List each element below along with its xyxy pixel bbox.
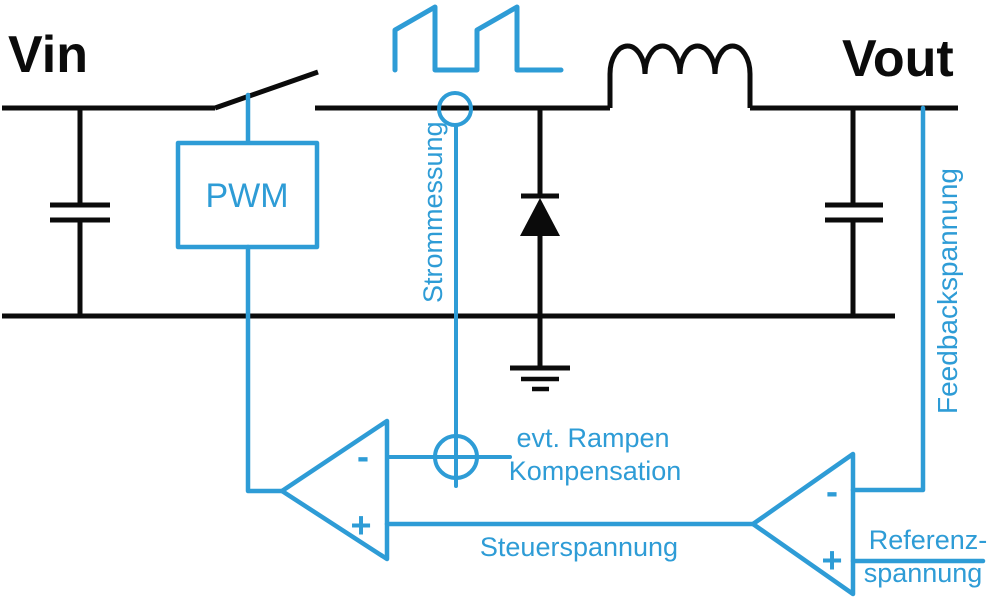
switch-blade — [214, 69, 319, 111]
inductor-coil — [607, 43, 753, 108]
inductor-current-waveform-icon — [392, 4, 564, 73]
error-amplifier-inverting-label: - — [826, 471, 838, 512]
error-amplifier-noninverting-label: + — [821, 540, 842, 581]
ramp-compensation-label-line2: Kompensation — [509, 456, 682, 486]
current-sense-label: Strommessung — [418, 121, 448, 303]
pwm-comparator-triangle — [279, 418, 390, 562]
pwm-comparator-inverting-label: - — [357, 436, 369, 477]
control-voltage-label: Steuerspannung — [480, 532, 678, 562]
reference-voltage-label-line2: spannung — [864, 558, 983, 588]
feedback-wire — [850, 105, 926, 493]
power-stage: Vin Vout — [2, 26, 958, 392]
pwm-input-wire — [245, 244, 285, 494]
reference-voltage-label-line1: Referenz- — [869, 525, 988, 555]
ramp-compensation-label-line1: evt. Rampen — [516, 423, 669, 453]
feedback-voltage-label: Feedbackspannung — [932, 168, 963, 414]
vin-label: Vin — [8, 26, 88, 84]
summing-node-icon — [433, 434, 479, 480]
pwm-label: PWM — [205, 177, 288, 215]
pwm-comparator-noninverting-label: + — [350, 505, 371, 546]
control-circuit: PWM - + - + Strommessung Feedba — [175, 4, 988, 597]
error-amplifier-triangle — [750, 451, 856, 597]
vout-label: Vout — [842, 30, 954, 88]
diode-triangle — [520, 198, 560, 236]
